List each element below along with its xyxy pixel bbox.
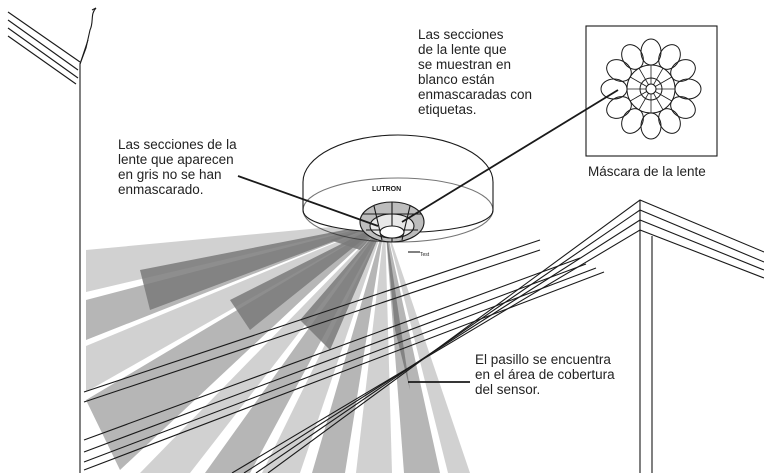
mask-spoke: [653, 93, 664, 110]
coverage-beam: [140, 222, 385, 310]
mask-petal: [658, 108, 681, 134]
mask-caption: Máscara de la lente: [588, 164, 706, 179]
coverage-beam: [356, 222, 392, 473]
callout-unmasked-sections: Las secciones de la lente que aparecen e…: [118, 137, 237, 197]
mask-spoke: [653, 68, 664, 85]
mask-petal: [621, 44, 644, 70]
mask-petal: [640, 112, 662, 140]
sensor-test-label: Test: [420, 252, 430, 258]
mask-spoke: [630, 76, 647, 87]
right-wall: [83, 199, 764, 473]
leader-unmasked: [237, 175, 379, 227]
mask-petal: [674, 78, 702, 100]
mask-petal: [606, 59, 632, 82]
mask-petals: [600, 38, 702, 140]
coverage-beams: [86, 222, 470, 473]
leader-masked: [401, 89, 619, 223]
coverage-beam: [230, 222, 385, 330]
callout-hallway: El pasillo se encuentra en el área de co…: [475, 352, 615, 397]
mask-spoke: [655, 91, 672, 102]
lens-mask-inset: [585, 25, 718, 157]
callout-masked-sections: Las secciones de la lente que se muestra…: [418, 27, 533, 117]
coverage-beam: [312, 222, 385, 473]
mask-frame: [585, 25, 718, 157]
left-wall: [7, 7, 97, 473]
mask-spoke: [638, 93, 649, 110]
coverage-beam: [140, 222, 385, 473]
mask-spoke: [630, 91, 647, 102]
mask-petal: [658, 44, 681, 70]
mask-petal: [621, 108, 644, 134]
mask-spoke: [655, 76, 672, 87]
mask-petal: [670, 96, 696, 119]
coverage-beam: [385, 222, 440, 473]
mask-spoke: [638, 68, 649, 85]
mask-petal: [670, 59, 696, 82]
mask-petal: [600, 78, 628, 100]
coverage-beam: [86, 222, 385, 470]
sensor-brand: LUTRON: [372, 186, 401, 193]
coverage-beam: [300, 222, 385, 350]
coverage-beam: [86, 222, 385, 340]
mask-petal: [640, 38, 662, 66]
leader-lines: [237, 89, 619, 383]
